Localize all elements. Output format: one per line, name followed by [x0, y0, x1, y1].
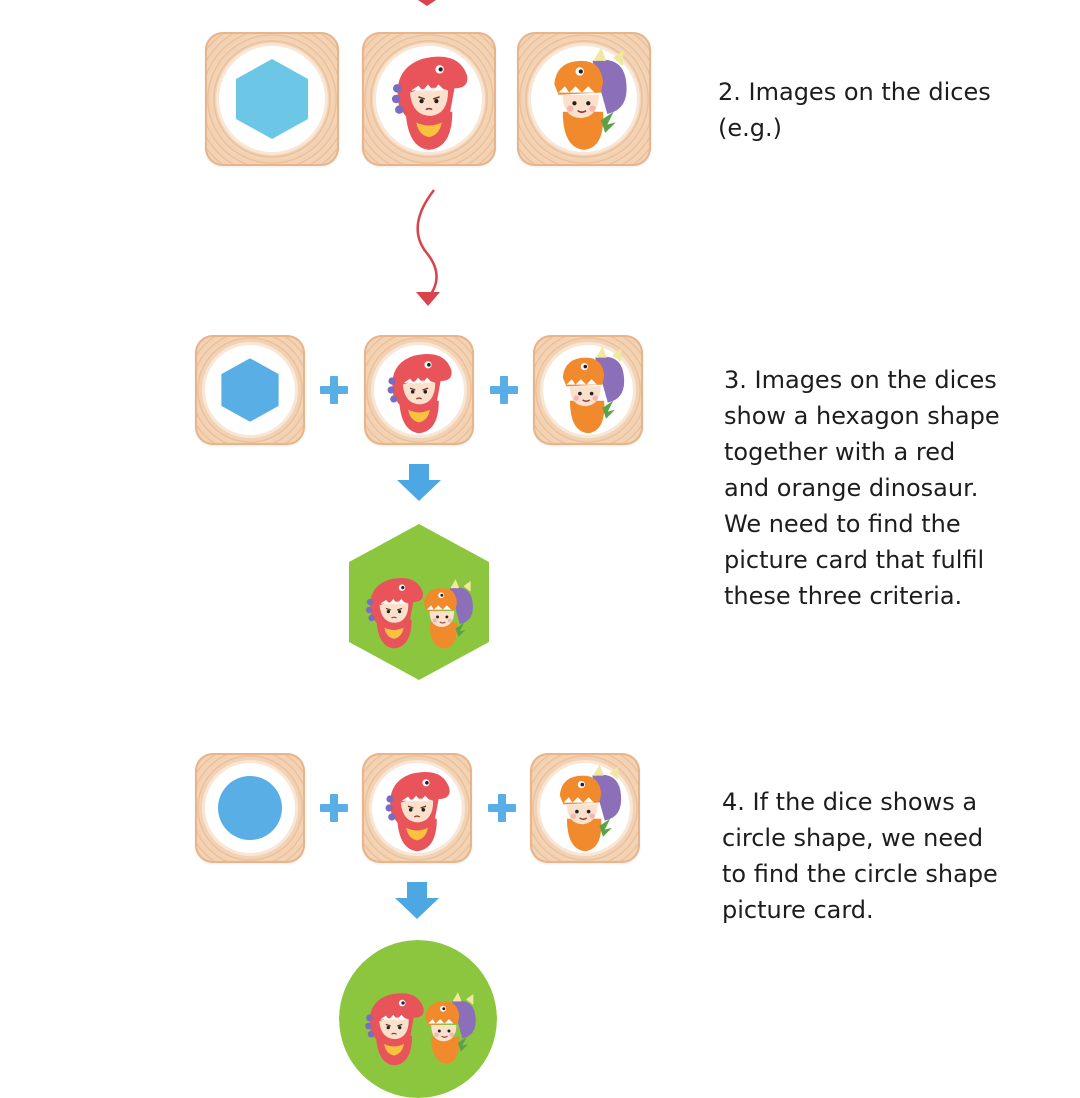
dice-orange-dinosaur [517, 32, 651, 166]
dice-red-dinosaur [362, 32, 496, 166]
circle-picture-card [339, 940, 497, 1098]
dice-orange-dinosaur-3 [530, 753, 640, 863]
orange-dinosaur-costume-icon [543, 345, 633, 435]
orange-dinosaur-costume-icon [408, 556, 480, 672]
wavy-down-arrow-icon [400, 186, 460, 310]
red-dinosaur-costume-icon [374, 345, 464, 435]
dice-hexagon-2 [195, 335, 305, 445]
orange-dinosaur-costume-icon [540, 763, 630, 853]
red-dinosaur-costume-icon [372, 763, 462, 853]
orange-dinosaur-costume-icon [409, 968, 483, 1088]
down-arrow-icon [397, 464, 441, 501]
plus-icon [320, 376, 348, 404]
hexagon-shape-icon [236, 59, 308, 139]
plus-icon [320, 794, 348, 822]
plus-icon [488, 794, 516, 822]
down-arrow-icon [395, 882, 439, 919]
step-4-text: 4. If the dice shows a circle shape, we … [722, 788, 998, 924]
plus-icon [490, 376, 518, 404]
hexagon-picture-card [346, 522, 492, 682]
dice-red-dinosaur-3 [362, 753, 472, 863]
top-arrow-tip [412, 0, 442, 10]
dice-orange-dinosaur-2 [533, 335, 643, 445]
dice-red-dinosaur-2 [364, 335, 474, 445]
orange-dinosaur-costume-icon [531, 46, 637, 152]
dice-hexagon [205, 32, 339, 166]
red-dinosaur-costume-icon [376, 46, 482, 152]
circle-shape-icon [218, 776, 282, 840]
step-3-text: 3. Images on the dices show a hexagon sh… [724, 366, 1000, 610]
hexagon-shape-icon [221, 358, 279, 422]
step-2-text: 2. Images on the dices (e.g.) [718, 78, 991, 142]
dice-circle [195, 753, 305, 863]
